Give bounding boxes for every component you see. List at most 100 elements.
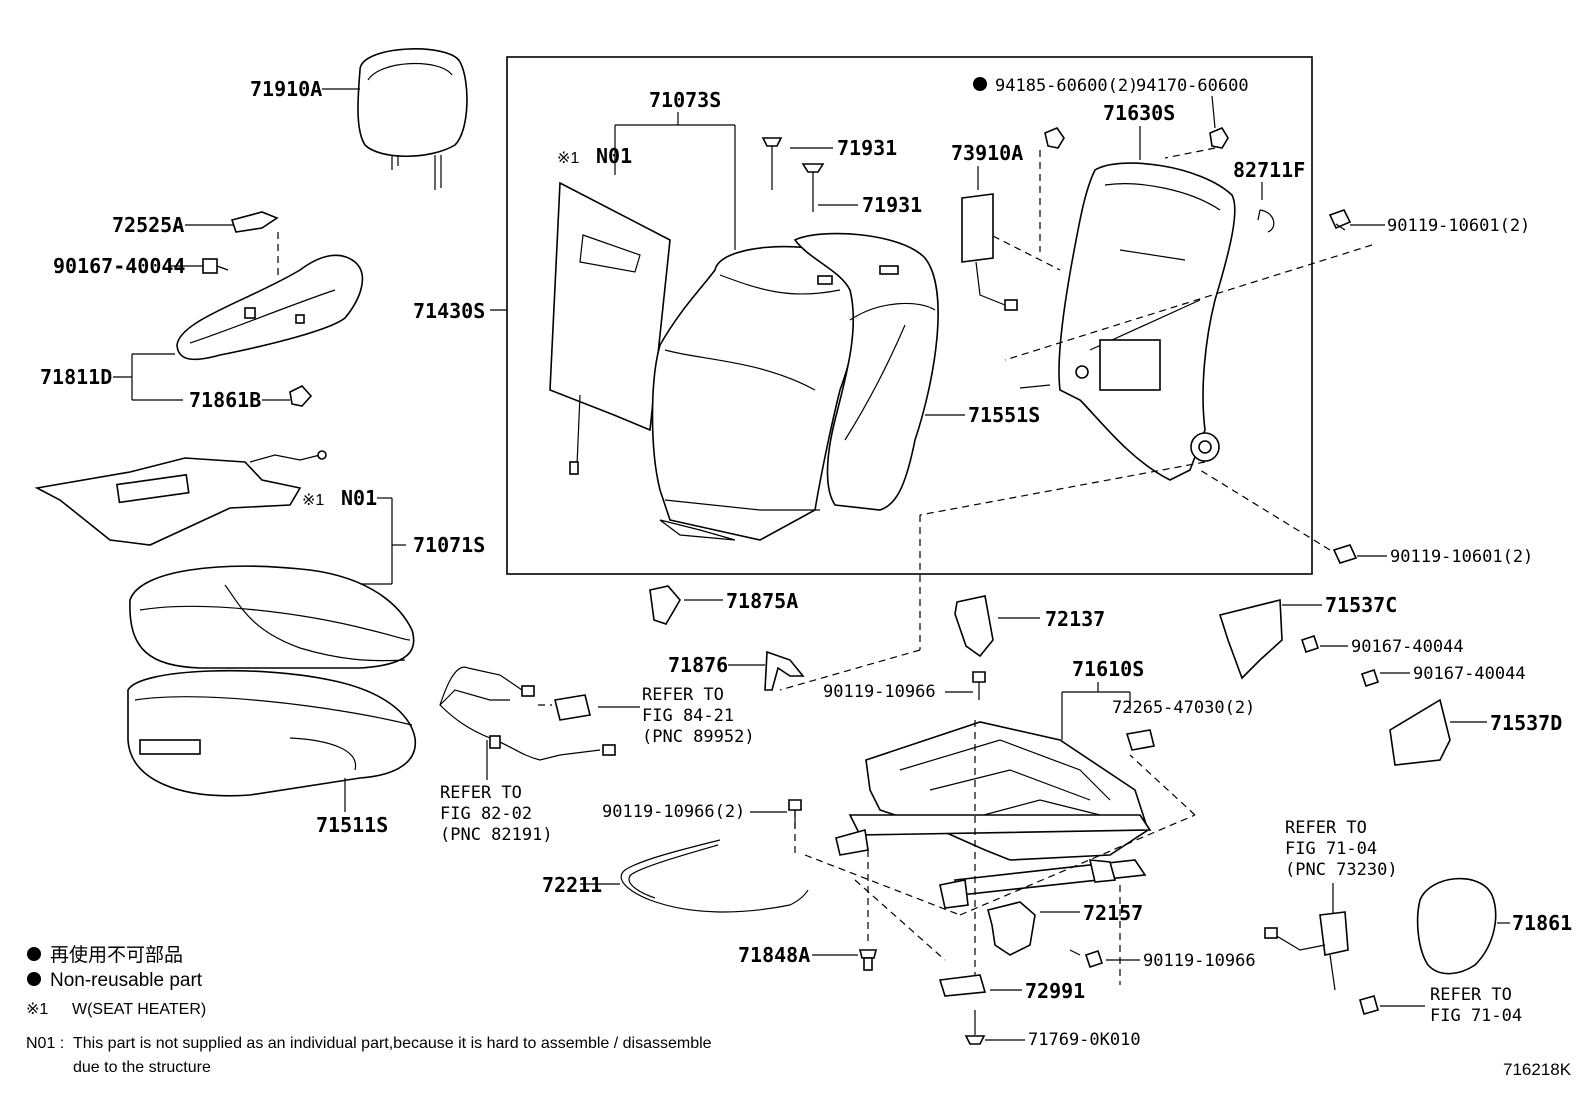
cover-71537D[interactable]: [1389, 698, 1451, 766]
part-label-72525A[interactable]: 72525A: [112, 213, 184, 237]
cover-71861[interactable]: [1416, 877, 1497, 975]
refer-fig-84-21-line1: REFER TO: [642, 685, 724, 705]
legend-nonreusable-en: Non-reusable part: [50, 970, 203, 991]
part-label-71931-b[interactable]: 71931: [862, 193, 922, 217]
part-label-73910A[interactable]: 73910A: [951, 141, 1023, 165]
figure-id: 716218K: [1503, 1060, 1572, 1079]
part-label-72157[interactable]: 72157: [1083, 901, 1143, 925]
seatback-cover-71073S[interactable]: [651, 245, 859, 541]
part-label-72211[interactable]: 72211: [542, 873, 602, 897]
screw-71769-0K010[interactable]: [964, 1010, 986, 1045]
part-label-71430S[interactable]: 71430S: [413, 299, 485, 323]
part-label-71769-0K010[interactable]: 71769-0K010: [1028, 1030, 1141, 1050]
refer-fig-71-04-upper-line1: REFER TO: [1285, 818, 1367, 838]
part-label-71071S[interactable]: 71071S: [413, 533, 485, 557]
part-label-71537D[interactable]: 71537D: [1490, 711, 1562, 735]
part-label-71876[interactable]: 71876: [668, 653, 728, 677]
clip-72265-47030[interactable]: [1125, 729, 1155, 751]
part-label-90119-10966-upper[interactable]: 90119-10966: [823, 682, 936, 702]
part-label-90119-10601-lower[interactable]: 90119-10601(2): [1390, 547, 1533, 567]
part-label-n01-cushion[interactable]: N01: [341, 486, 377, 510]
part-label-71630S[interactable]: 71630S: [1103, 101, 1175, 125]
clip-71931-a[interactable]: [761, 137, 783, 190]
part-label-71511S[interactable]: 71511S: [316, 813, 388, 837]
bolt-90119-10966-pair[interactable]: [788, 799, 802, 828]
heater-mark-back: ※1: [557, 150, 579, 167]
cover-71875A[interactable]: [649, 585, 681, 625]
legend-nonreusable-jp: 再使用不可部品: [50, 944, 183, 966]
part-label-94185-60600[interactable]: 94185-60600(2): [995, 76, 1138, 96]
part-label-71073S[interactable]: 71073S: [649, 88, 721, 112]
part-label-90119-10601-upper[interactable]: 90119-10601(2): [1387, 216, 1530, 236]
legend-n01-line1: This part is not supplied as an individu…: [73, 1035, 712, 1052]
clip-71861B[interactable]: [289, 385, 313, 407]
part-label-71931-a[interactable]: 71931: [837, 136, 897, 160]
screw-90167-40044-right-a[interactable]: [1300, 634, 1320, 654]
part-label-82711F[interactable]: 82711F: [1233, 158, 1305, 182]
refer-fig-82-02[interactable]: REFER TO FIG 82-02 (PNC 82191): [440, 783, 553, 845]
part-label-72265-47030[interactable]: 72265-47030(2): [1112, 698, 1255, 718]
headrest-part[interactable]: [357, 48, 468, 190]
part-label-90119-10966-lower[interactable]: 90119-10966: [1143, 951, 1256, 971]
refer-fig-71-04-lower[interactable]: REFER TO FIG 71-04: [1430, 985, 1522, 1026]
screw-90167-40044-right-b[interactable]: [1360, 668, 1380, 688]
part-label-71910A[interactable]: 71910A: [250, 77, 322, 101]
bolt-90119-10601-lower[interactable]: [1332, 544, 1358, 564]
refer-fig-71-04-upper[interactable]: REFER TO FIG 71-04 (PNC 73230): [1285, 818, 1398, 880]
side-airbag-73910A[interactable]: [961, 193, 1018, 311]
clip-71931-b[interactable]: [801, 163, 825, 212]
cover-72157[interactable]: [987, 901, 1036, 956]
seat-cushion-cover[interactable]: [129, 565, 415, 669]
seat-heater-back-pad[interactable]: [549, 181, 671, 475]
wire-harness[interactable]: [439, 666, 616, 761]
clip-71848A[interactable]: [858, 949, 878, 971]
refer-fig-84-21[interactable]: REFER TO FIG 84-21 (PNC 89952): [642, 685, 755, 747]
legend-dot-en: [27, 972, 41, 986]
part-label-71875A[interactable]: 71875A: [726, 589, 798, 613]
part-label-71610S[interactable]: 71610S: [1072, 657, 1144, 681]
part-label-n01-back[interactable]: N01: [596, 144, 632, 168]
part-label-71848A[interactable]: 71848A: [738, 943, 810, 967]
nut-94185-60600[interactable]: [1044, 127, 1065, 149]
refer-fig-82-02-line3: (PNC 82191): [440, 825, 553, 845]
part-label-90167-40044-right-a[interactable]: 90167-40044: [1351, 637, 1464, 657]
cover-72137[interactable]: [954, 595, 994, 658]
part-label-71811D[interactable]: 71811D: [40, 365, 112, 389]
refer-fig-71-04-upper-line3: (PNC 73230): [1285, 860, 1398, 880]
cushion-shield-part[interactable]: [176, 211, 364, 361]
part-label-72137[interactable]: 72137: [1045, 607, 1105, 631]
part-label-71551S[interactable]: 71551S: [968, 403, 1040, 427]
clip-82711F[interactable]: [1257, 209, 1275, 233]
screw-90167-40044-left[interactable]: [202, 258, 229, 274]
nut-94170-60600[interactable]: [1209, 126, 1229, 149]
part-label-90119-10966-pair[interactable]: 90119-10966(2): [602, 802, 745, 822]
part-label-71861[interactable]: 71861: [1512, 911, 1572, 935]
seat-cushion-pad[interactable]: [127, 669, 417, 797]
seatback-pad-71551S[interactable]: [793, 232, 939, 511]
bolt-90119-10966-upper[interactable]: [972, 671, 986, 700]
cover-71876[interactable]: [764, 650, 805, 691]
legend-dot-jp: [27, 947, 41, 961]
seatbelt-buckle[interactable]: [1264, 911, 1349, 991]
heater-mark-cushion: ※1: [302, 492, 324, 509]
wire-72211[interactable]: [620, 839, 809, 913]
bolt-90119-10601-upper[interactable]: [1328, 209, 1352, 231]
refer-fig-82-02-line1: REFER TO: [440, 783, 522, 803]
part-label-72991[interactable]: 72991: [1025, 979, 1085, 1003]
seat-heater-cushion-pad[interactable]: [34, 450, 327, 546]
cover-71537C[interactable]: [1218, 598, 1283, 680]
part-label-71861B[interactable]: 71861B: [189, 388, 261, 412]
bolt-90119-10966-lower[interactable]: [1069, 949, 1104, 969]
part-label-94170-60600[interactable]: 94170-60600: [1136, 76, 1249, 96]
bracket-72991[interactable]: [938, 974, 987, 997]
seatback-frame-71630S[interactable]: [1019, 162, 1236, 481]
refer-fig-71-04-upper-line2: FIG 71-04: [1285, 839, 1377, 859]
bolt-refer-71-04[interactable]: [1359, 995, 1379, 1015]
part-label-90167-40044-left[interactable]: 90167-40044: [53, 254, 185, 278]
part-label-90167-40044-right-b[interactable]: 90167-40044: [1413, 664, 1526, 684]
part-label-71537C[interactable]: 71537C: [1325, 593, 1397, 617]
legend-n01-line2: due to the structure: [73, 1059, 211, 1076]
seat-track-frame-71610S[interactable]: [835, 721, 1152, 909]
